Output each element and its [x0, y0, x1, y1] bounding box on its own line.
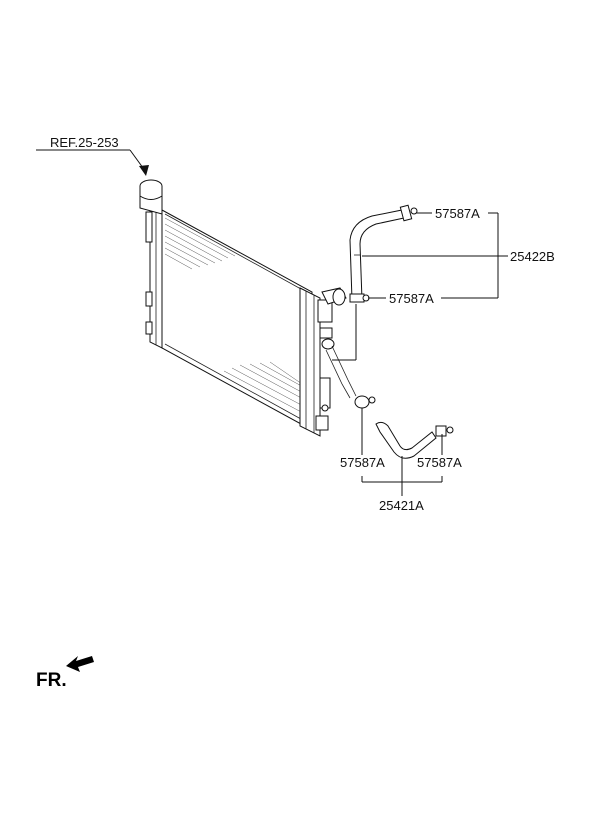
front-arrow-icon	[66, 656, 94, 672]
ref-label: REF.25-253	[50, 135, 119, 150]
radiator-cap	[139, 179, 163, 200]
upper-hose-label: 25422B	[510, 249, 555, 264]
clamp-upper-bottom-label: 57587A	[389, 291, 434, 306]
clamp-upper-top-label: 57587A	[435, 206, 480, 221]
upper-hose-top-clamp	[399, 204, 418, 222]
front-label: FR.	[36, 670, 67, 691]
leader-lines	[36, 149, 508, 496]
lower-hose-left-clamp	[354, 395, 376, 409]
upper-hose-bottom-clamp	[349, 293, 370, 303]
lower-hose	[325, 345, 437, 459]
lower-hose-right-clamp	[435, 425, 454, 437]
front-indicator: FR.	[36, 656, 94, 691]
clamp-lower-left-label: 57587A	[340, 455, 385, 470]
upper-hose	[349, 209, 405, 301]
clamp-lower-right-label: 57587A	[417, 455, 462, 470]
radiator-assembly	[139, 179, 347, 437]
radiator-fins	[164, 213, 311, 425]
lower-hose-label: 25421A	[379, 498, 424, 513]
